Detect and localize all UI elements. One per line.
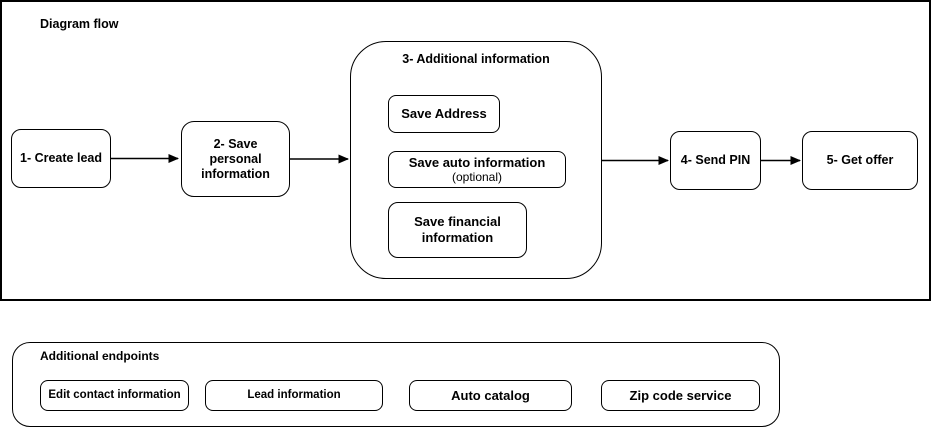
- node-save-financial-information: Save financial information: [388, 202, 527, 258]
- diagram-flow-title: Diagram flow: [40, 17, 119, 31]
- endpoint-auto-catalog: Auto catalog: [409, 380, 572, 411]
- node-save-personal-information: 2- Save personal information: [181, 121, 290, 197]
- node-create-lead: 1- Create lead: [11, 129, 111, 188]
- group-additional-information-title: 3- Additional information: [402, 52, 550, 66]
- node-save-auto-information-label: Save auto information: [408, 154, 546, 170]
- node-save-auto-information-note: (optional): [451, 170, 503, 185]
- node-get-offer: 5- Get offer: [802, 131, 918, 190]
- endpoint-zip-code-service: Zip code service: [601, 380, 760, 411]
- endpoint-lead-information: Lead information: [205, 380, 383, 411]
- endpoint-edit-contact-information: Edit contact information: [40, 380, 189, 411]
- node-send-pin: 4- Send PIN: [670, 131, 761, 190]
- node-save-address: Save Address: [388, 95, 500, 133]
- node-save-auto-information: Save auto information (optional): [388, 151, 566, 188]
- additional-endpoints-title: Additional endpoints: [40, 349, 160, 363]
